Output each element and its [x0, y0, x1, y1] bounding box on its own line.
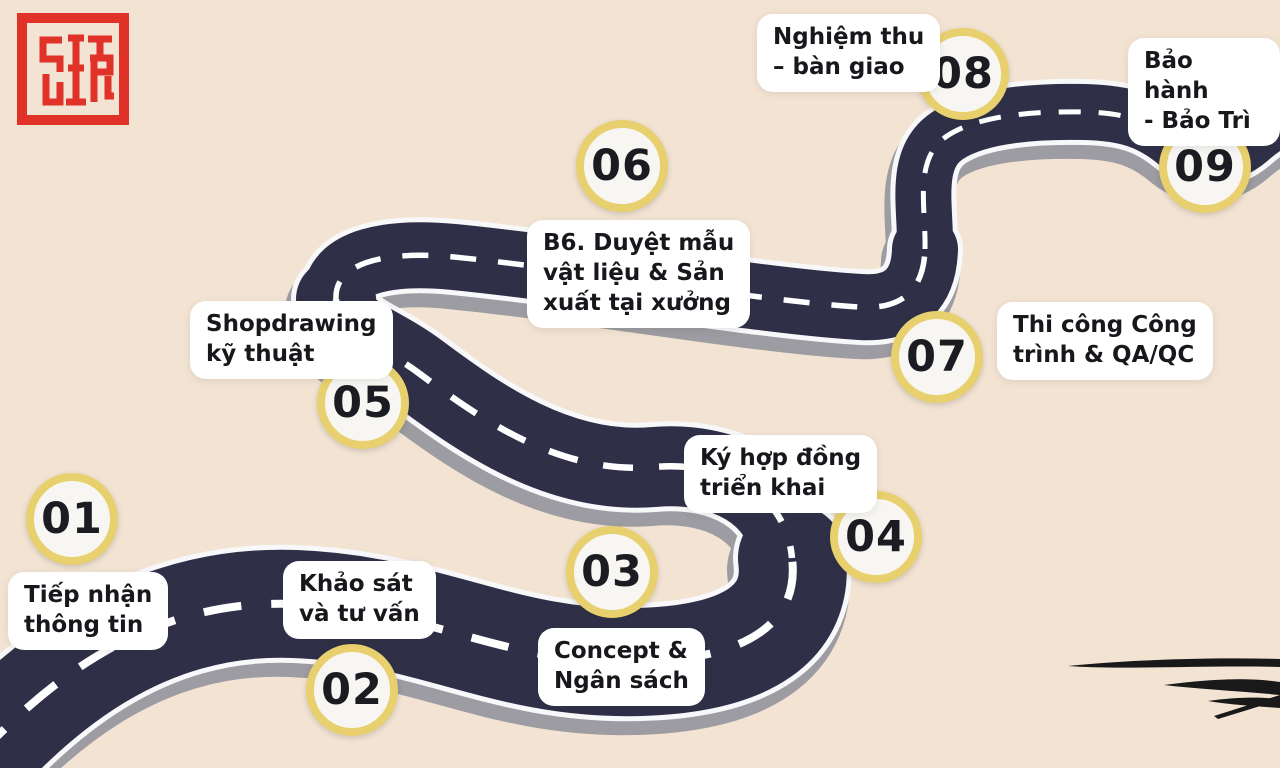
step-9-label: Bảo hành - Bảo Trì — [1128, 38, 1280, 146]
ink-stroke-graphic — [1068, 658, 1280, 719]
step-2-label: Khảo sát và tư vấn — [283, 561, 436, 639]
step-6-label: B6. Duyệt mẫu vật liệu & Sản xuất tại xư… — [527, 220, 751, 328]
step-3-number: 03 — [581, 546, 643, 597]
step-4-number: 04 — [845, 511, 907, 562]
step-3-badge: 03 — [566, 526, 658, 618]
brand-seal-logo — [17, 13, 129, 125]
step-5-number: 05 — [332, 377, 394, 428]
step-5-label: Shopdrawing kỹ thuật — [190, 301, 393, 379]
step-2-badge: 02 — [306, 644, 398, 736]
step-7-badge: 07 — [891, 311, 983, 403]
step-7-label: Thi công Công trình & QA/QC — [997, 302, 1213, 380]
step-3-label: Concept & Ngân sách — [538, 628, 705, 706]
step-1-badge: 01 — [26, 473, 118, 565]
step-1-label: Tiếp nhận thông tin — [8, 572, 169, 650]
step-8-label: Nghiệm thu – bàn giao — [757, 14, 941, 92]
step-6-badge: 06 — [576, 120, 668, 212]
step-4-badge: 04 — [830, 491, 922, 583]
step-8-number: 08 — [932, 48, 994, 99]
step-9-number: 09 — [1174, 141, 1236, 192]
step-7-number: 07 — [906, 331, 968, 382]
step-2-number: 02 — [321, 664, 383, 715]
step-6-number: 06 — [591, 140, 653, 191]
step-4-label: Ký hợp đồng triển khai — [684, 435, 878, 513]
step-1-number: 01 — [41, 493, 103, 544]
